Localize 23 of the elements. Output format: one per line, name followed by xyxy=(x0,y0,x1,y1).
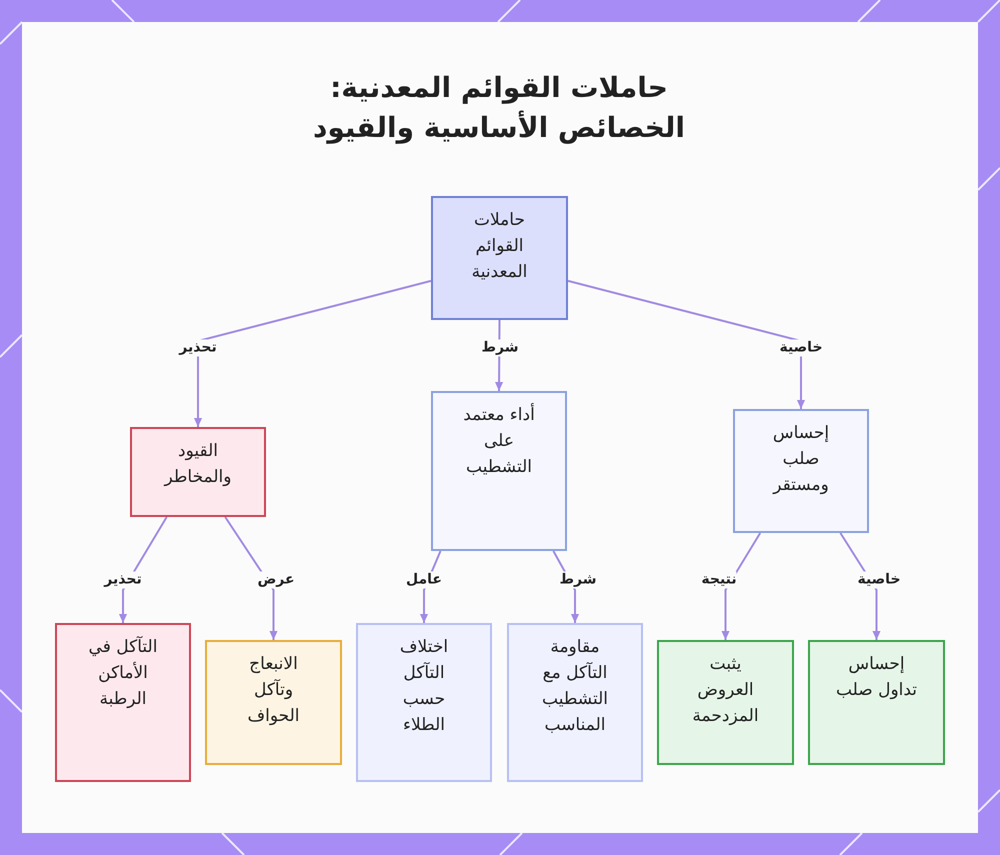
edge-label: خاصية xyxy=(779,340,823,356)
leaf-box: إحساس تداول صلب xyxy=(808,640,945,765)
leaf-box: التآكل في الأماكن الرطبة xyxy=(55,623,191,782)
title: حاملات القوائم المعدنية: الخصائص الأساسية والقيود xyxy=(312,70,686,146)
branch-box: القيود والمخاطر xyxy=(130,427,266,517)
branch-box: إحساس صلب ومستقر xyxy=(733,409,869,533)
edge-label: تحذير xyxy=(104,572,142,588)
edge-label: عامل xyxy=(406,572,442,588)
edge-label: عرض xyxy=(257,572,295,588)
connector-arrow xyxy=(568,280,806,409)
leaf-box: مقاومة التآكل مع التشطيب المناسب xyxy=(507,623,643,782)
edge-label: خاصية xyxy=(857,572,901,588)
edge-label: نتيجة xyxy=(701,572,737,588)
edge-label: شرط xyxy=(559,572,597,588)
leaf-box: الانبعاج وتآكل الحواف xyxy=(205,640,342,765)
root-box: حاملات القوائم المعدنية xyxy=(431,196,568,320)
connector-arrow xyxy=(194,280,432,427)
leaf-box: اختلاف التآكل حسب الطلاء xyxy=(356,623,492,782)
edge-label: تحذير xyxy=(179,340,217,356)
branch-box: أداء معتمد على التشطيب xyxy=(431,391,567,551)
leaf-box: يثبت العروض المزدحمة xyxy=(657,640,794,765)
connector-arrow xyxy=(721,532,762,640)
edge-label: شرط xyxy=(481,340,519,356)
